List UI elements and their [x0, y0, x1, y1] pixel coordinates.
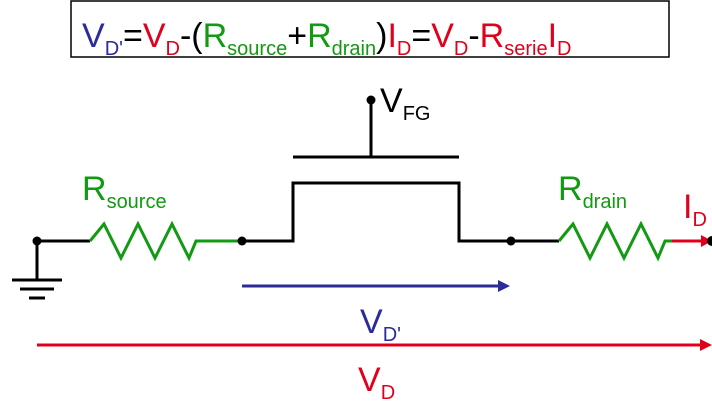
vd-label: VD: [358, 361, 395, 404]
id-label-main: I: [683, 188, 692, 226]
vfg-sub: FG: [403, 103, 431, 125]
id-arrow-head: [701, 235, 712, 247]
eq-id2-main: I: [548, 17, 557, 55]
eq-vd1-sub: D: [166, 38, 180, 60]
eq-vdp-main: V: [82, 17, 105, 55]
rsource-resistor: [88, 220, 242, 262]
eq-id2-sub: D: [557, 38, 571, 60]
rsource-label-main: R: [82, 170, 107, 208]
eq-minus-paren: -(: [180, 17, 203, 55]
eq-id-sub: D: [397, 38, 411, 60]
eq-rserie-sub: serie: [504, 38, 547, 60]
id-label: ID: [683, 188, 707, 231]
eq-rsource-sub: source: [227, 38, 287, 60]
vd-label-main: V: [358, 361, 381, 399]
eq-rdrain-sub: drain: [332, 38, 376, 60]
source-node-dot: [237, 236, 247, 246]
id-label-sub: D: [692, 209, 706, 231]
vdp-label-main: V: [360, 303, 383, 341]
ground-icon: [12, 278, 62, 300]
eq-rdrain-main: R: [307, 17, 332, 55]
rdrain-label-sub: drain: [583, 191, 627, 213]
eq-rsource-main: R: [203, 17, 228, 55]
eq-close-paren: ): [376, 17, 387, 55]
eq-vd2-sub: D: [454, 38, 468, 60]
vdp-arrow-head: [498, 280, 510, 292]
vd-label-sub: D: [381, 382, 395, 404]
vfg-label: VFG: [380, 82, 430, 125]
gate-terminal-dot: [366, 95, 376, 105]
eq-vd2-main: V: [431, 17, 454, 55]
eq-id-main: I: [387, 17, 396, 55]
rdrain-resistor: [557, 220, 672, 262]
equation-text: VD'=VD-(Rsource+Rdrain)ID=VD-RserieID: [82, 17, 572, 60]
vfg-main: V: [380, 82, 403, 120]
rsource-label-sub: source: [107, 191, 167, 213]
right-node-partial: [707, 236, 712, 246]
vdp-label: VD': [360, 303, 401, 346]
eq-plus: +: [287, 17, 307, 55]
eq-vd1-main: V: [143, 17, 166, 55]
channel-path: [242, 181, 511, 243]
vdp-label-sub: D': [383, 324, 401, 346]
eq-equals-2: =: [411, 17, 431, 55]
equation-box: [70, 0, 670, 58]
vd-arrow-head: [700, 339, 712, 351]
rdrain-label-main: R: [558, 170, 583, 208]
rsource-label: Rsource: [82, 170, 167, 213]
eq-vdp-sub: D': [105, 38, 123, 60]
eq-equals-1: =: [123, 17, 143, 55]
eq-minus: -: [468, 17, 479, 55]
eq-rserie-main: R: [480, 17, 505, 55]
rdrain-label: Rdrain: [558, 170, 627, 213]
